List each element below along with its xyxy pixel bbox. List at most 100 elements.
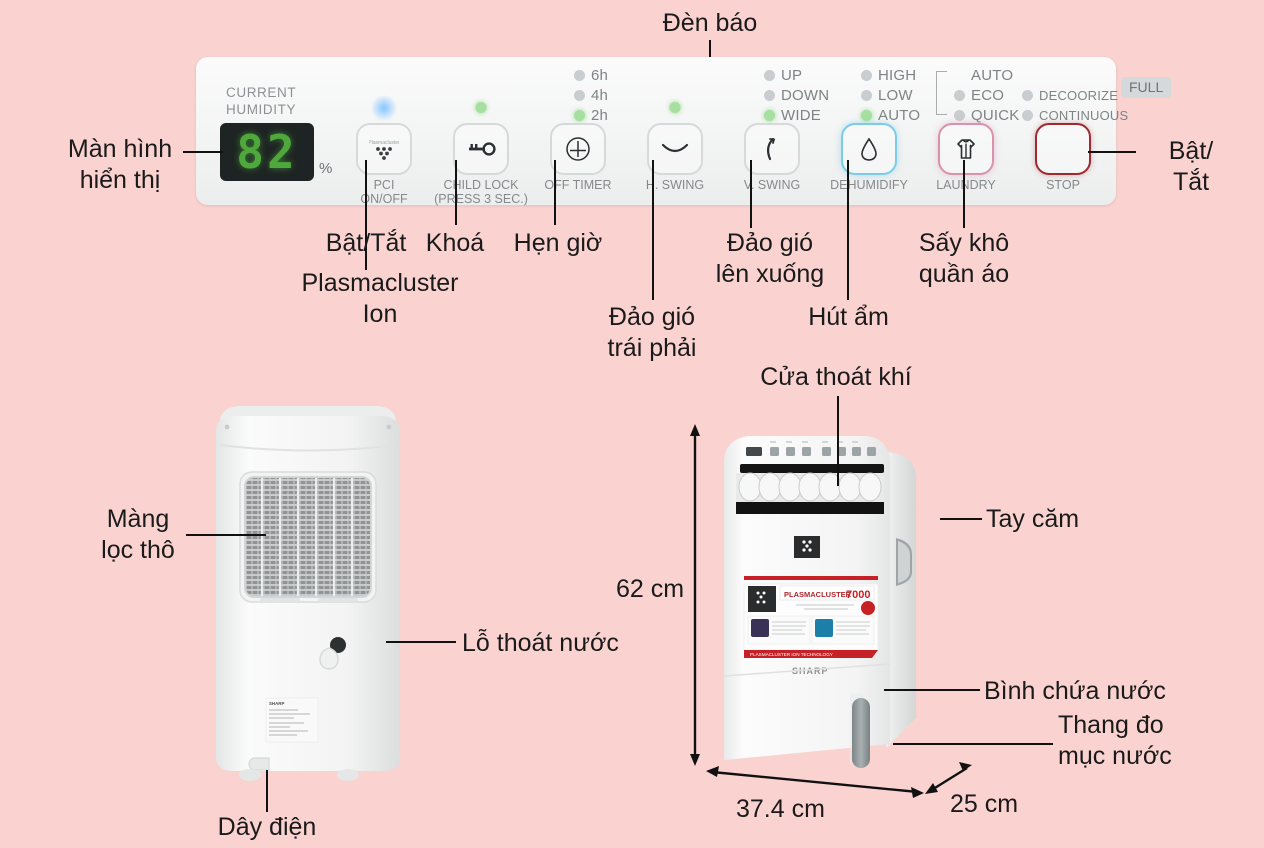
timer-label-4h: 4h: [591, 86, 609, 104]
key-icon: [469, 142, 496, 156]
svg-text:Plasmacluster: Plasmacluster: [369, 140, 399, 146]
timer-label-2h: 2h: [591, 106, 609, 124]
h-swing-led: [669, 102, 681, 113]
led-auto-mode: [954, 70, 965, 81]
annotation-water-tank: Bình chứa nước: [984, 677, 1166, 705]
mode-led-group: AUTO ECO QUICK: [936, 65, 1020, 125]
label-eco: ECO: [971, 86, 1005, 104]
led-auto-fan: [861, 109, 872, 121]
plasmacluster-dots-icon: Plasmacluster: [369, 140, 399, 160]
hswing-led-row: WIDE: [764, 105, 829, 125]
label-low: LOW: [878, 86, 913, 104]
annotation-coarse-filter: Màng lọc thô: [101, 505, 175, 564]
button-cell-stop: STOP: [1015, 57, 1111, 205]
v-swing-button[interactable]: [744, 123, 800, 175]
caption-humidity: HUMIDITY: [226, 101, 297, 117]
hswing-led-row: DOWN: [764, 85, 829, 105]
svg-text:SHARP: SHARP: [269, 701, 284, 706]
led-decoorize: [1022, 89, 1033, 101]
timer-led-row: 2h: [574, 105, 608, 125]
timer-led-row: 6h: [574, 65, 608, 85]
led-low: [861, 89, 872, 101]
annotation-display-screen: Màn hình hiển thị: [67, 135, 173, 194]
dimension-height: 62 cm: [616, 575, 685, 603]
led-high: [861, 69, 872, 81]
led-down: [764, 89, 775, 101]
hswing-led-group: UP DOWN WIDE: [764, 65, 829, 125]
vertical-swing-icon: [766, 137, 776, 161]
timer-led-4h: [574, 89, 585, 101]
pci-glow-led: [371, 95, 397, 121]
fan-led-group: HIGH LOW AUTO: [861, 65, 920, 125]
percent-unit: %: [319, 160, 333, 177]
label-quick: QUICK: [971, 106, 1020, 124]
leader-power-cord: [266, 770, 268, 812]
button-cell-off-timer: 6h 4h 2h OFF TIMER: [530, 57, 626, 205]
button-cell-v-swing: UP DOWN WIDE V. SWING: [724, 57, 829, 205]
annotation-laundry-dry: Sấy khô quần áo: [918, 229, 1010, 288]
leader-laundry: [963, 160, 965, 228]
extra-led-row: CONTINUOUS: [1022, 105, 1128, 125]
leader-child-lock: [455, 160, 457, 225]
leader-water-tank: [884, 689, 980, 691]
leader-onoff-right: [1088, 151, 1136, 153]
dehumidify-button-label: DEHUMIDIFY: [830, 178, 908, 192]
svg-text:PLASMACLUSTER: PLASMACLUSTER: [784, 590, 852, 599]
leader-display-screen: [183, 151, 223, 153]
annotation-onoff-right: Bật/ Tắt: [1168, 137, 1214, 196]
led-quick: [954, 109, 965, 121]
led-eco: [954, 89, 965, 101]
pci-button-label: PCI ON/OFF: [360, 178, 408, 207]
led-wide: [764, 109, 775, 121]
h-swing-button[interactable]: [647, 123, 703, 175]
child-lock-led: [475, 102, 487, 113]
svg-text:7000: 7000: [846, 589, 870, 601]
fan-led-row: AUTO: [861, 105, 920, 125]
laundry-button[interactable]: [938, 123, 994, 175]
leader-air-outlet: [837, 396, 839, 486]
leader-timer: [554, 160, 556, 225]
off-timer-button[interactable]: [550, 123, 606, 175]
button-cell-h-swing: H. SWING: [627, 57, 723, 205]
dimension-depth: 25 cm: [950, 790, 1019, 818]
annotation-handle: Tay căm: [986, 505, 1080, 533]
mode-bracket: [936, 71, 947, 115]
v-swing-button-label: V. SWING: [743, 178, 801, 192]
timer-led-6h: [574, 69, 585, 81]
annotation-indicator-lights: Đèn báo: [662, 9, 758, 37]
current-humidity-caption: CURRENT HUMIDITY: [226, 85, 296, 119]
water-drop-icon: [861, 137, 877, 161]
annotation-power-onoff: Bật/Tắt: [325, 229, 407, 257]
label-auto-fan: AUTO: [878, 106, 921, 124]
extra-led-group: DECOORIZE CONTINUOUS: [1022, 85, 1128, 125]
svg-text:PLASMACLUSTER ION TECHNOLOGY: PLASMACLUSTER ION TECHNOLOGY: [750, 652, 833, 657]
timer-clock-icon: [566, 137, 590, 161]
label-up: UP: [781, 66, 803, 84]
label-decoorize: DECOORIZE: [1039, 87, 1119, 103]
button-cell-dehumidify: HIGH LOW AUTO DEHUMIDIFY: [821, 57, 920, 205]
leader-drain-hole: [386, 641, 456, 643]
leader-water-level-gauge: [893, 743, 1053, 745]
annotation-lock: Khoá: [425, 229, 485, 257]
timer-label-6h: 6h: [591, 66, 609, 84]
annotation-timer: Hẹn giờ: [513, 229, 603, 257]
leader-swing-left-right: [652, 160, 654, 300]
annotation-water-level-gauge: Thang đo mục nước: [1058, 711, 1172, 770]
annotation-plasmacluster-ion: Plasmacluster Ion: [301, 269, 459, 328]
leader-handle: [940, 518, 982, 520]
label-continuous: CONTINUOUS: [1039, 107, 1129, 123]
dehumidifier-rear-view: SHARP: [216, 406, 400, 781]
stop-button[interactable]: [1035, 123, 1091, 175]
tshirt-icon: [957, 139, 975, 159]
annotation-drain-hole: Lỗ thoát nước: [462, 629, 619, 657]
leader-coarse-filter: [186, 534, 266, 536]
timer-led-row: 4h: [574, 85, 608, 105]
dimension-width: 37.4 cm: [736, 795, 825, 823]
mode-led-row: AUTO: [940, 65, 1020, 85]
label-auto-mode: AUTO: [971, 66, 1014, 84]
humidity-value: 82: [236, 125, 298, 179]
child-lock-button[interactable]: [453, 123, 509, 175]
svg-text:SHARP: SHARP: [792, 666, 829, 676]
dehumidify-button[interactable]: [841, 123, 897, 175]
